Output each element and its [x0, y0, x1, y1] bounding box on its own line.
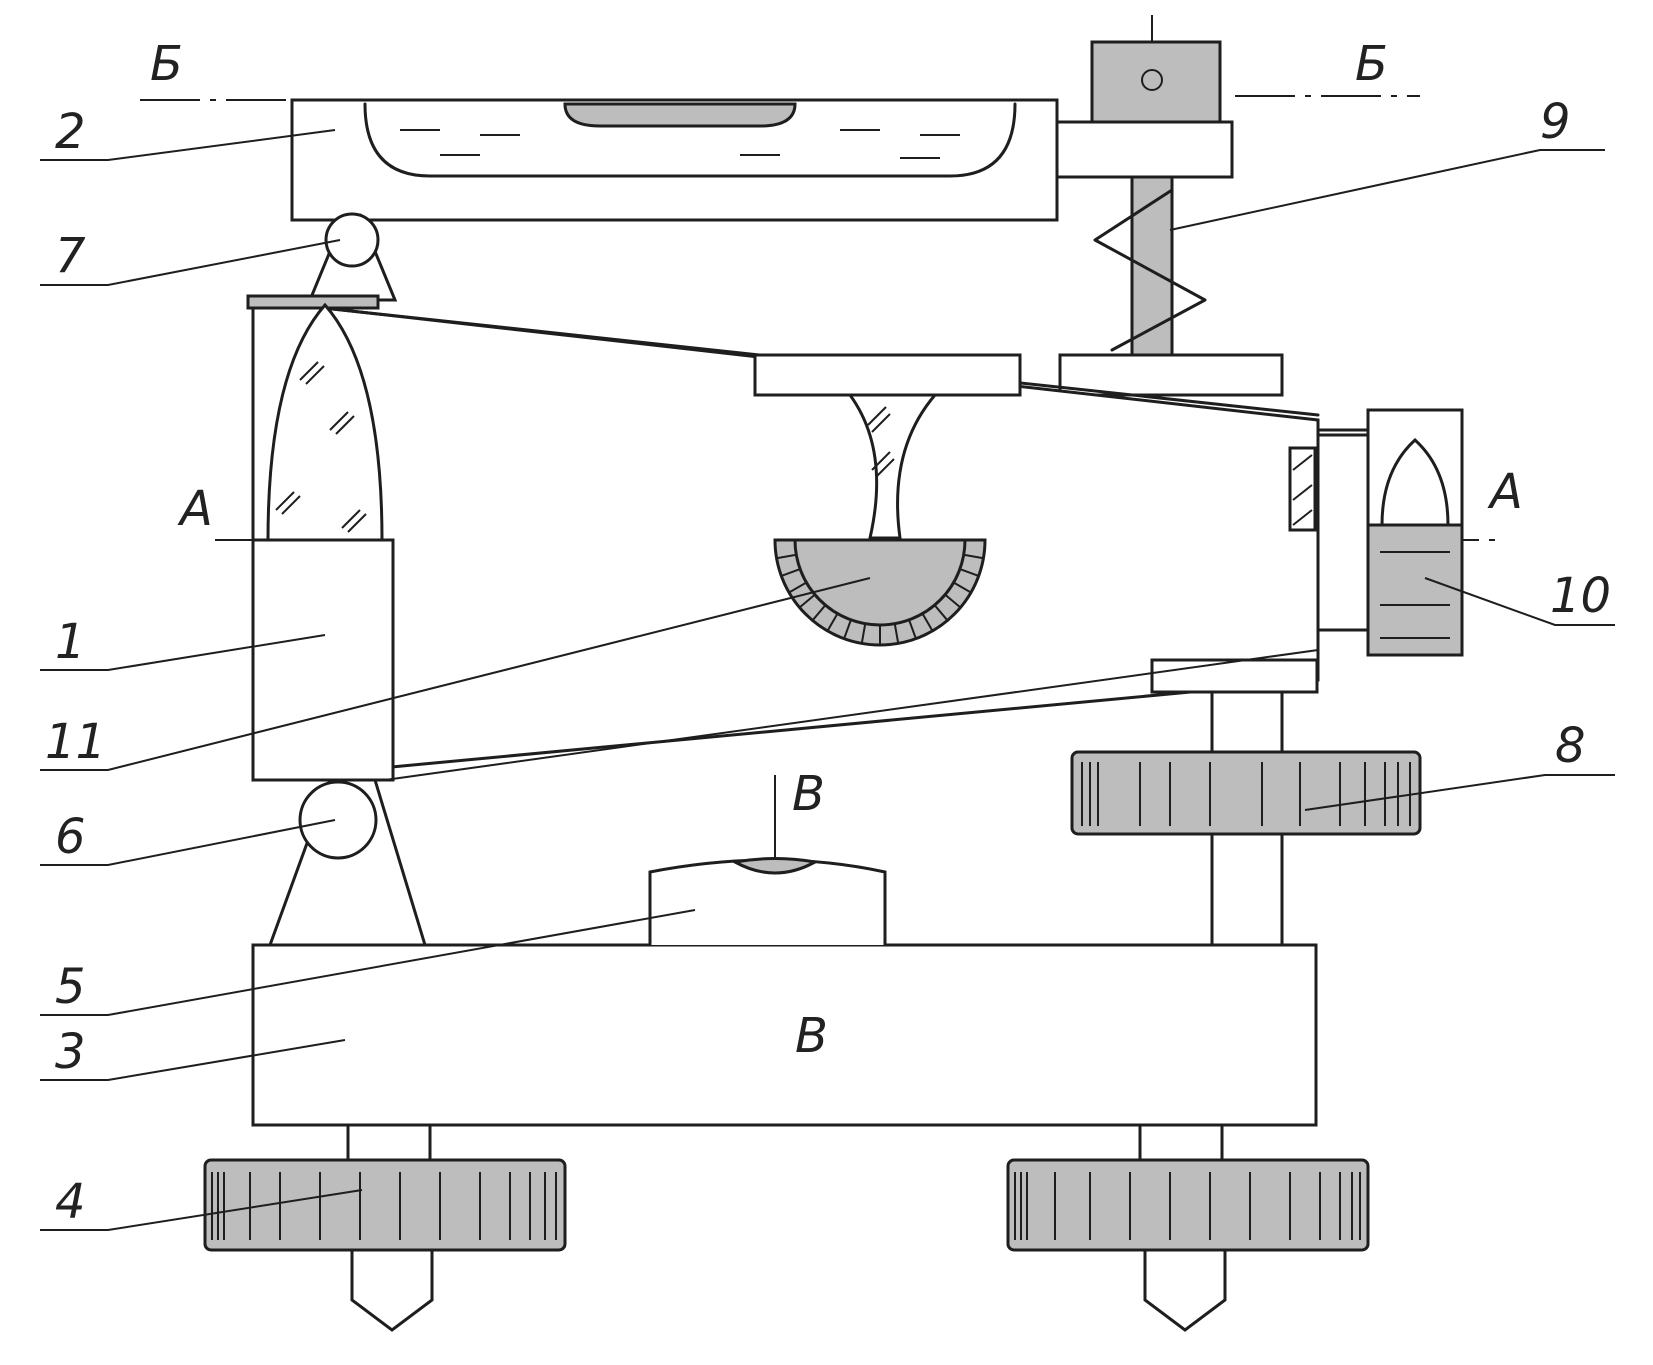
detail-line [953, 581, 972, 594]
leader-11 [40, 577, 871, 771]
base-3 [251, 943, 1318, 1127]
foot-screw-point-left [350, 1248, 434, 1332]
leader-7 [40, 239, 341, 286]
vial-liquid-dashes [400, 129, 960, 159]
section-v-bottom: В [795, 1008, 828, 1064]
vial-bracket [1055, 120, 1234, 179]
focusing-gear-11 [773, 538, 987, 647]
label-2: 2 [55, 104, 86, 160]
detail-line [843, 619, 852, 640]
label-10: 10 [1550, 568, 1611, 624]
leader-9 [1169, 149, 1605, 231]
detail-line [963, 553, 984, 560]
label-11: 11 [45, 714, 106, 770]
section-a-right: А [1487, 464, 1523, 520]
label-3: 3 [55, 1024, 86, 1080]
lower-hinge-6 [298, 780, 378, 860]
leader-11-extension [384, 649, 1319, 781]
tilting-screw-knob-8 [1070, 750, 1422, 836]
objective-lens-hatching [275, 361, 367, 533]
detail-line [959, 568, 980, 577]
elevation-screw-shaft-9 [1130, 175, 1174, 357]
leader-6 [40, 819, 336, 866]
focusing-gear-teeth [776, 553, 984, 645]
tilting-knob-knurl [1081, 762, 1411, 826]
screw-base-block [1058, 353, 1284, 397]
section-b-right: Б [1355, 36, 1388, 92]
detail-line [798, 593, 816, 609]
label-6: 6 [55, 809, 86, 865]
foot-knob-knurl [211, 1172, 1361, 1240]
detail-line [776, 553, 797, 560]
leader-1 [40, 634, 326, 671]
focusing-lens-mount [753, 353, 1022, 397]
leader-2 [40, 129, 336, 161]
detail-line [811, 604, 827, 622]
label-5: 5 [55, 959, 86, 1015]
reticle-hatching [1292, 454, 1313, 526]
detail-line [780, 568, 801, 577]
detail-line [788, 581, 807, 594]
label-9: 9 [1540, 94, 1571, 150]
detail-line [921, 613, 934, 632]
elevation-screw-knob [1090, 40, 1222, 124]
detail-line [826, 613, 839, 632]
detail-line [933, 604, 949, 622]
focusing-lens [847, 393, 939, 540]
leader-8 [1304, 774, 1615, 811]
eyepiece-bottom-block [1150, 658, 1319, 694]
detail-line [944, 593, 962, 609]
telescope-objective-cap [246, 294, 380, 310]
foot-screw-stem-right [1138, 1123, 1224, 1162]
foot-screw-knob-right [1006, 1158, 1370, 1252]
screw-knob-mark [1141, 69, 1163, 91]
leader-10 [1424, 577, 1615, 626]
eyepiece-lens [1380, 437, 1450, 527]
eyepiece-ring-lines [1380, 551, 1450, 639]
section-b-left: Б [150, 36, 183, 92]
objective-mount [251, 538, 395, 782]
section-a-left: А [177, 481, 213, 537]
section-v-top: В [792, 766, 825, 822]
leader-4 [40, 1189, 363, 1231]
leader-lines [40, 129, 1615, 1231]
elevation-spring [1093, 188, 1207, 352]
foot-screw-stem-left [346, 1123, 432, 1162]
circular-level-bubble [730, 857, 820, 875]
detail-line [893, 623, 900, 644]
foot-screw-point-right [1143, 1248, 1227, 1332]
leader-5 [40, 909, 696, 1016]
vial-tube [363, 102, 1017, 178]
focusing-gear-teeth-ring [793, 538, 967, 627]
leader-3 [40, 1039, 346, 1081]
eyepiece-tube [1316, 428, 1370, 632]
objective-lens [266, 302, 384, 542]
label-4: 4 [55, 1174, 86, 1230]
vial-bubble [563, 102, 797, 128]
detail-line [908, 619, 917, 640]
upper-hinge-7 [324, 212, 380, 268]
eyepiece-ring-10 [1366, 523, 1464, 657]
focusing-lens-hatching [867, 406, 895, 478]
label-8: 8 [1555, 718, 1586, 774]
label-7: 7 [55, 228, 86, 284]
label-1: 1 [55, 614, 86, 670]
detail-line [860, 623, 867, 644]
